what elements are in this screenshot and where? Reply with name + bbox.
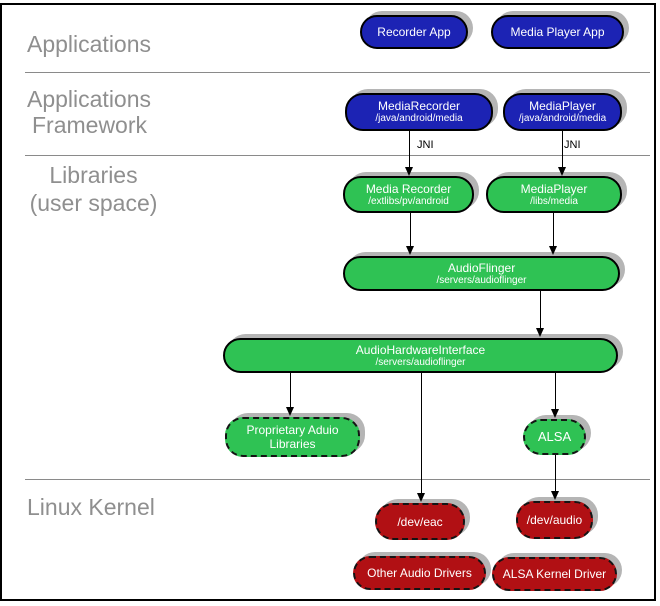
arrow-line-mediarecorder-to-audioflinger [410, 213, 411, 247]
arrow-line-mediaplayer-to-audioflinger [553, 213, 554, 247]
divider-applications-framework [25, 72, 650, 73]
alsa-kernel-driver-node: ALSA Kernel Driver [492, 557, 617, 591]
audio-hardware-interface-node: AudioHardwareInterface /servers/audiofli… [223, 338, 618, 373]
alsa-node: ALSA [523, 419, 586, 455]
jni-label-left: JNI [417, 139, 434, 151]
alsa-kernel-driver-label: ALSA Kernel Driver [502, 567, 607, 581]
audio-hardware-interface-path: /servers/audioflinger [375, 356, 466, 368]
section-label-framework-line2: Framework [32, 112, 148, 138]
arrow-head-mediarecorder-jni [405, 167, 413, 176]
section-label-libraries: Libraries (user space) [16, 161, 171, 217]
media-player-app-node: Media Player App [491, 15, 624, 49]
arrow-head-ahi-to-proprietary [286, 407, 294, 416]
media-recorder-lib-node: Media Recorder /extlibs/pv/android [343, 176, 474, 213]
arrow-line-ahi-to-alsa [555, 373, 556, 410]
media-player-app-label: Media Player App [510, 25, 605, 39]
arrow-head-mediaplayer-jni [558, 167, 566, 176]
divider-framework-libraries [25, 155, 650, 156]
arrow-line-audioflinger-to-ahi [540, 291, 541, 329]
arrow-line-ahi-to-dev-eac [421, 373, 422, 494]
dev-eac-label: /dev/eac [397, 514, 443, 529]
dev-audio-label: /dev/audio [526, 513, 583, 527]
section-label-linux-kernel: Linux Kernel [27, 494, 155, 520]
proprietary-audio-libraries-node: Proprietary Aduio Libraries [225, 417, 360, 457]
arrow-line-mediarecorder-jni [409, 131, 410, 168]
arrow-head-audioflinger-to-ahi [536, 328, 544, 337]
mediarecorder-framework-path: /java/android/media [375, 113, 463, 124]
section-label-framework-line1: Applications [27, 86, 152, 112]
arrow-head-mediarecorder-to-audioflinger [406, 246, 414, 255]
mediarecorder-framework-node: MediaRecorder /java/android/media [345, 93, 493, 131]
arrow-line-alsa-to-dev-audio [555, 455, 556, 492]
section-label-libraries-line2: (user space) [29, 190, 158, 216]
divider-libraries-kernel [25, 479, 650, 480]
mediaplayer-lib-node: MediaPlayer /libs/media [486, 176, 622, 213]
arrow-head-ahi-to-dev-eac [417, 493, 425, 502]
recorder-app-label: Recorder App [377, 25, 451, 39]
media-recorder-lib-path: /extlibs/pv/android [368, 195, 449, 207]
mediaplayer-lib-path: /libs/media [530, 195, 578, 207]
proprietary-audio-libraries-line2: Libraries [269, 437, 316, 451]
mediaplayer-lib-title: MediaPlayer [520, 181, 588, 196]
recorder-app-node: Recorder App [360, 15, 468, 49]
arrow-head-mediaplayer-to-audioflinger [549, 246, 557, 255]
mediarecorder-framework-title: MediaRecorder [377, 99, 461, 113]
arrow-head-ahi-to-alsa [551, 409, 559, 418]
mediaplayer-framework-node: MediaPlayer /java/android/media [503, 93, 622, 131]
jni-label-right: JNI [564, 139, 581, 151]
audioflinger-node: AudioFlinger /servers/audioflinger [343, 256, 620, 291]
media-recorder-lib-title: Media Recorder [365, 181, 452, 196]
audioflinger-path: /servers/audioflinger [436, 274, 527, 286]
audioflinger-title: AudioFlinger [447, 260, 516, 275]
arrow-head-alsa-to-dev-audio [551, 491, 559, 500]
other-audio-drivers-node: Other Audio Drivers [353, 556, 486, 590]
section-label-libraries-line1: Libraries [49, 162, 138, 188]
proprietary-audio-libraries-line1: Proprietary Aduio [246, 423, 339, 437]
diagram-border [0, 3, 656, 601]
section-label-applications-framework: Applications Framework [27, 86, 151, 138]
arrow-line-mediaplayer-jni [562, 131, 563, 168]
mediaplayer-framework-title: MediaPlayer [529, 99, 596, 113]
section-label-applications: Applications [27, 31, 152, 57]
dev-eac-node: /dev/eac [375, 503, 465, 540]
arrow-line-ahi-to-proprietary [290, 373, 291, 408]
alsa-label: ALSA [537, 429, 572, 444]
dev-audio-node: /dev/audio [516, 501, 593, 539]
mediaplayer-framework-path: /java/android/media [518, 113, 607, 124]
audio-hardware-interface-title: AudioHardwareInterface [355, 342, 486, 357]
other-audio-drivers-label: Other Audio Drivers [367, 566, 472, 580]
